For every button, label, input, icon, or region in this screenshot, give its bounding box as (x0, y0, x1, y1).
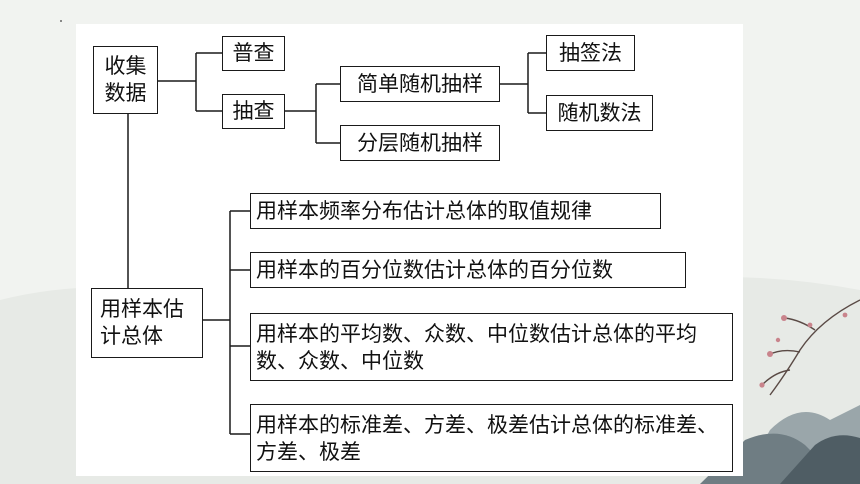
census-node: 普查 (222, 36, 285, 71)
decorative-dot (60, 20, 62, 22)
root-estimate-population: 用样本估 计总体 (91, 288, 203, 358)
stratified-sampling-node: 分层随机抽样 (340, 125, 500, 161)
root-collect-data: 收集 数据 (93, 46, 158, 114)
estimate-percentile-node: 用样本的百分位数估计总体的百分位数 (250, 252, 686, 288)
estimate-dispersion-node: 用样本的标准差、方差、极差估计总体的标准差、方差、极差 (250, 404, 733, 472)
simple-random-sampling-node: 简单随机抽样 (340, 66, 500, 102)
estimate-central-tendency-node: 用样本的平均数、众数、中位数估计总体的平均数、众数、中位数 (250, 313, 733, 381)
random-number-method-node: 随机数法 (546, 95, 653, 131)
sampling-node: 抽查 (222, 94, 285, 129)
estimate-frequency-distribution-node: 用样本频率分布估计总体的取值规律 (250, 193, 661, 229)
lottery-method-node: 抽签法 (546, 35, 635, 71)
